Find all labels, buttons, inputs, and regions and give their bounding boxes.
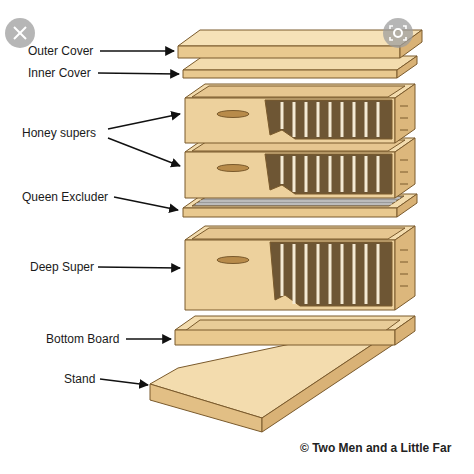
honey-super [185,84,415,143]
honey-super [185,138,415,198]
bottom-board [175,316,415,345]
part-label: Deep Super [30,260,94,274]
part-label: Queen Excluder [22,190,108,204]
watermark: © Two Men and a Little Far [300,441,451,455]
overlay-icons [5,18,413,48]
part-label: Stand [64,372,95,386]
stand [150,318,412,432]
part-label: Outer Cover [28,44,93,58]
inner-cover [183,56,417,78]
part-label: Inner Cover [28,66,91,80]
part-label: Honey supers [22,126,96,140]
part-label: Bottom Board [46,332,119,346]
deep-super [185,226,415,310]
